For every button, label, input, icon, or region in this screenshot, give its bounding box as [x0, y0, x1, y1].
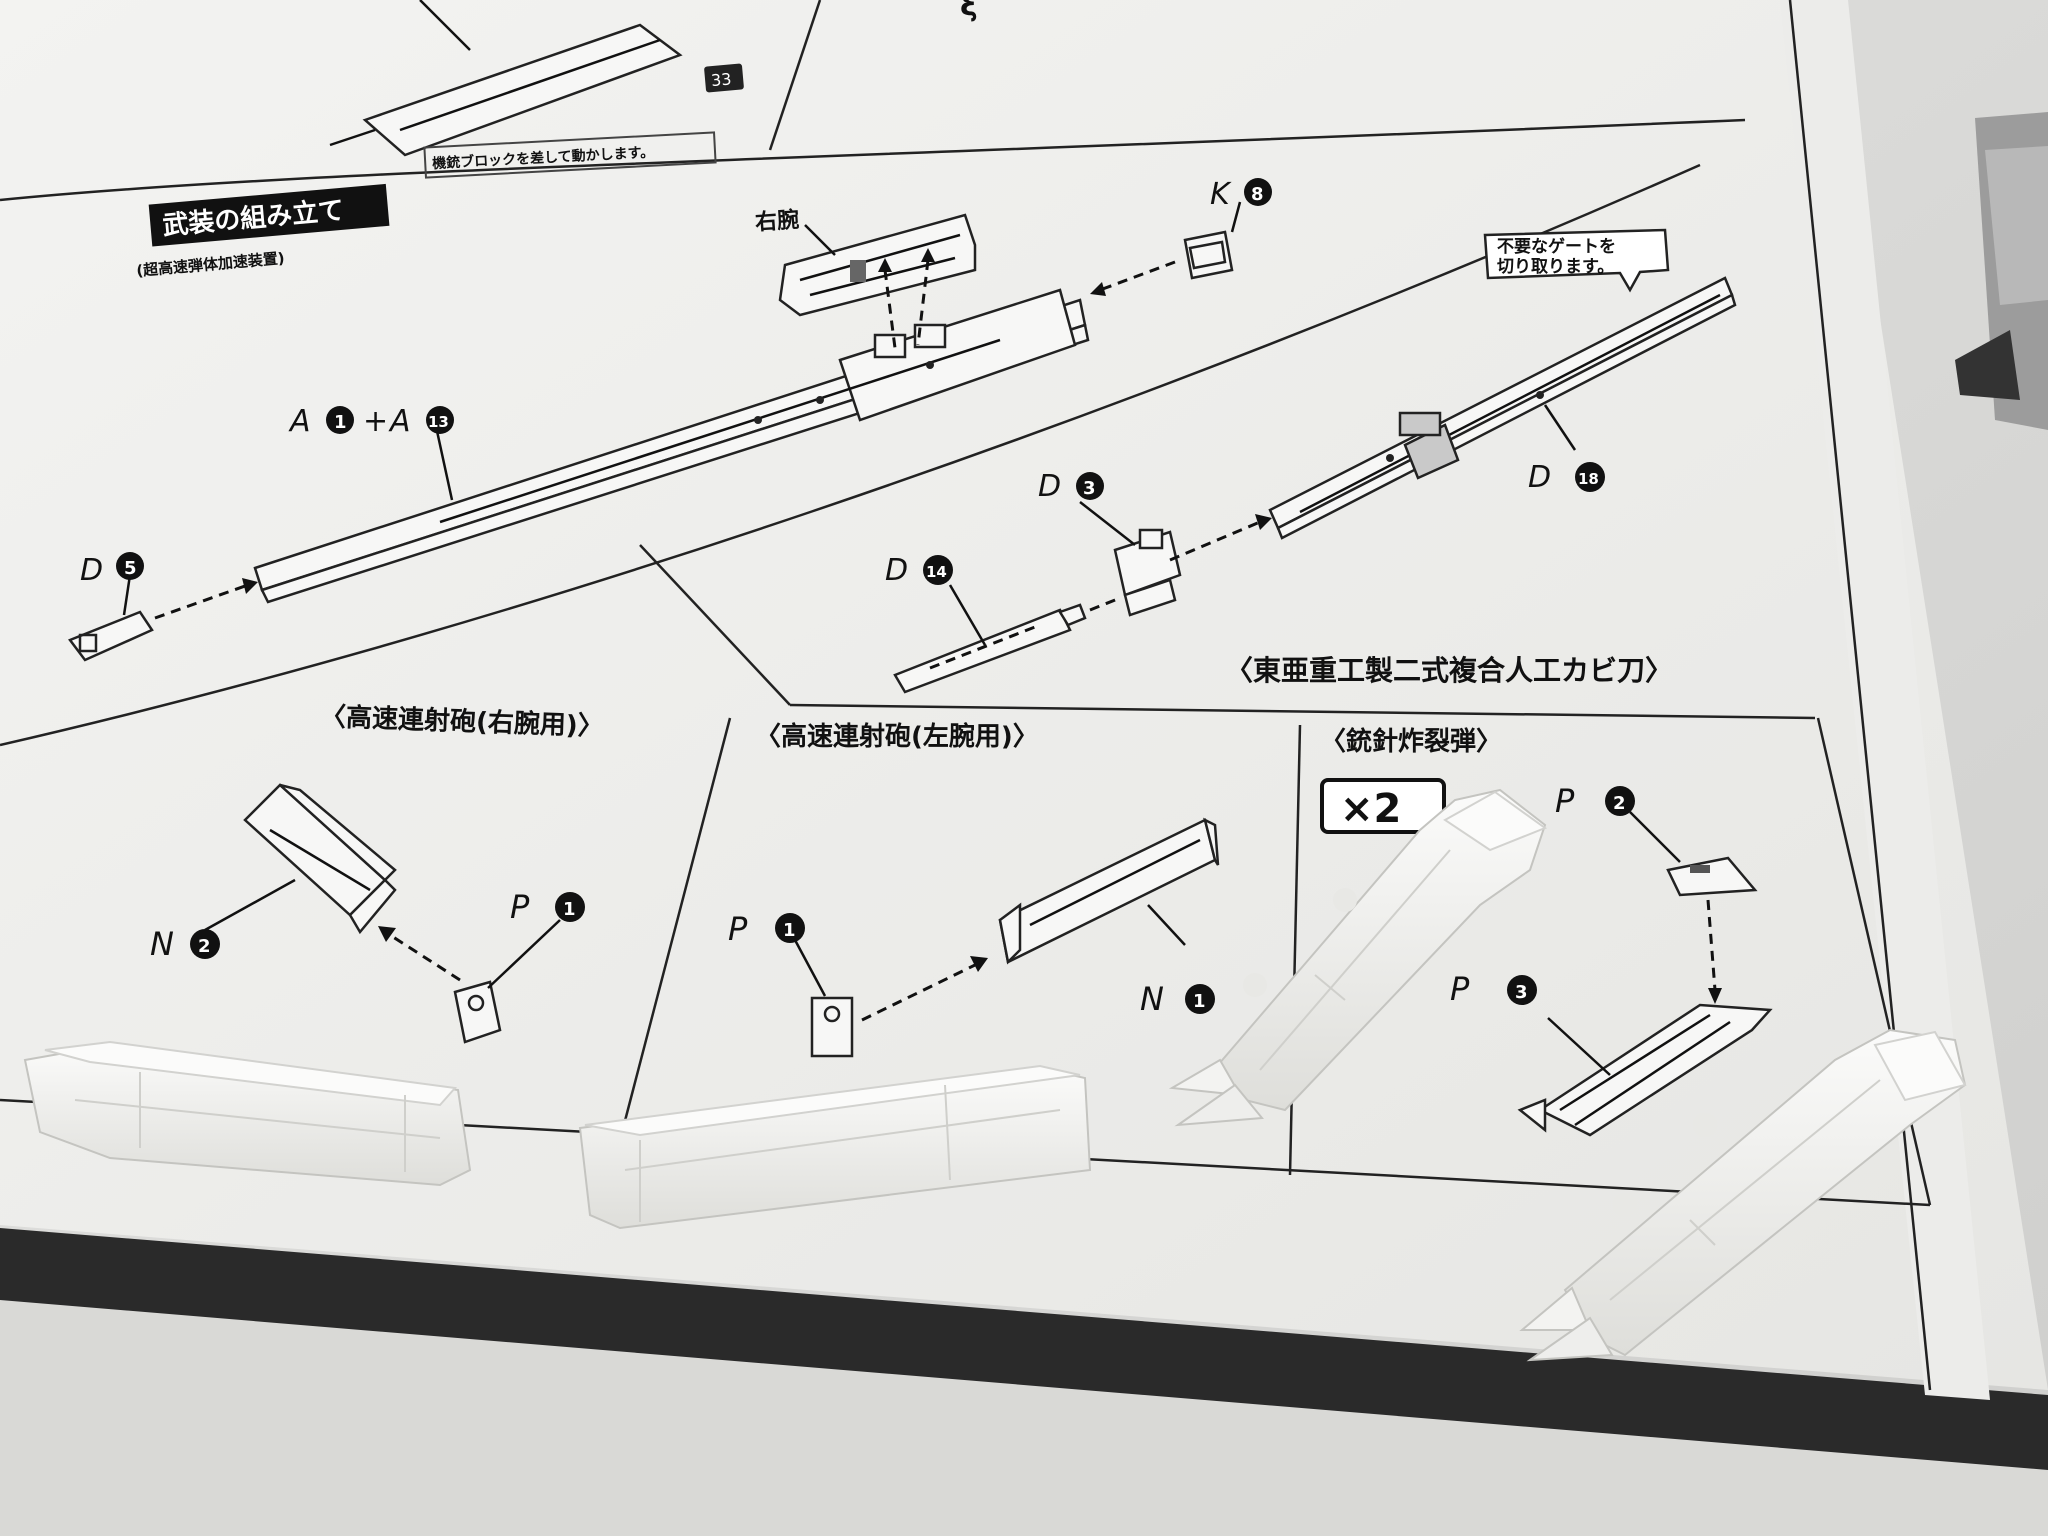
svg-text:3: 3 [1515, 982, 1528, 1003]
plastic-cannon-left [578, 1064, 1092, 1230]
part-p1-left: P 1 [728, 910, 988, 1058]
svg-text:A: A [288, 404, 311, 439]
svg-text:3: 3 [1083, 478, 1096, 499]
weapon-title: 〈東亜重工製二式複合人工カビ刀〉 [1225, 654, 1673, 687]
svg-text:D: D [1528, 460, 1551, 495]
part-d18: D 18 [1268, 276, 1737, 540]
quantity-badge: ×2 [1320, 778, 1446, 834]
plastic-shell-2 [1519, 1028, 1967, 1362]
svg-text:×2: ×2 [1340, 786, 1401, 832]
section-left-cannon: 〈高速連射砲(左腕用)〉 [755, 721, 1039, 752]
svg-text:N: N [150, 925, 174, 963]
svg-text:8: 8 [1251, 184, 1264, 205]
part-p1-right: P 1 [378, 888, 585, 1044]
part-p2: P 2 [1555, 782, 1758, 1004]
svg-text:1: 1 [334, 412, 347, 433]
svg-text:D: D [80, 553, 103, 588]
svg-text:5: 5 [124, 558, 137, 579]
svg-text:K: K [1210, 177, 1232, 212]
part-d14: D 14 [885, 553, 1121, 694]
part-d5: D 5 [68, 552, 258, 662]
svg-text:2: 2 [1613, 793, 1626, 814]
right-arm-label: 右腕 [754, 207, 800, 236]
svg-text:ξ: ξ [960, 0, 978, 23]
svg-text:1: 1 [783, 920, 796, 941]
part-k8: K 8 [1090, 177, 1272, 296]
svg-text:N: N [1140, 980, 1164, 1018]
svg-text:+: + [363, 404, 388, 439]
grey-figure-part [1955, 112, 2048, 430]
svg-text:1: 1 [1193, 991, 1206, 1012]
top-badge: 33 [710, 69, 732, 90]
svg-text:P: P [510, 888, 530, 926]
svg-text:18: 18 [1578, 470, 1599, 488]
part-n1: N 1 [998, 817, 1220, 1018]
svg-text:D: D [885, 553, 908, 588]
svg-text:14: 14 [926, 563, 947, 581]
svg-text:13: 13 [428, 413, 449, 431]
section-shell: 〈銃針炸裂弾〉 [1320, 726, 1502, 757]
plastic-cannon-right [23, 1040, 472, 1187]
plastic-shell-1 [1168, 788, 1548, 1127]
svg-text:P: P [728, 910, 748, 948]
svg-text:不要なゲートを: 不要なゲートを [1497, 236, 1616, 257]
svg-text:A: A [388, 404, 411, 439]
svg-text:切り取ります。: 切り取ります。 [1497, 257, 1614, 277]
svg-text:1: 1 [563, 899, 576, 920]
gate-note-bubble: 不要なゲートを 切り取ります。 [1483, 228, 1670, 293]
main-barrel-part [253, 288, 1090, 604]
part-p3: P 3 [1450, 970, 1773, 1137]
label-a1-a13: A 1 + A 13 [288, 404, 454, 439]
svg-text:P: P [1555, 782, 1575, 820]
svg-text:P: P [1450, 970, 1470, 1008]
svg-text:D: D [1038, 469, 1061, 504]
part-d3: D 3 [1038, 469, 1272, 617]
svg-text:2: 2 [198, 936, 211, 957]
right-arm-part: 右腕 [754, 207, 977, 349]
part-n2: N 2 [150, 783, 397, 963]
instruction-paper [0, 0, 2048, 1390]
